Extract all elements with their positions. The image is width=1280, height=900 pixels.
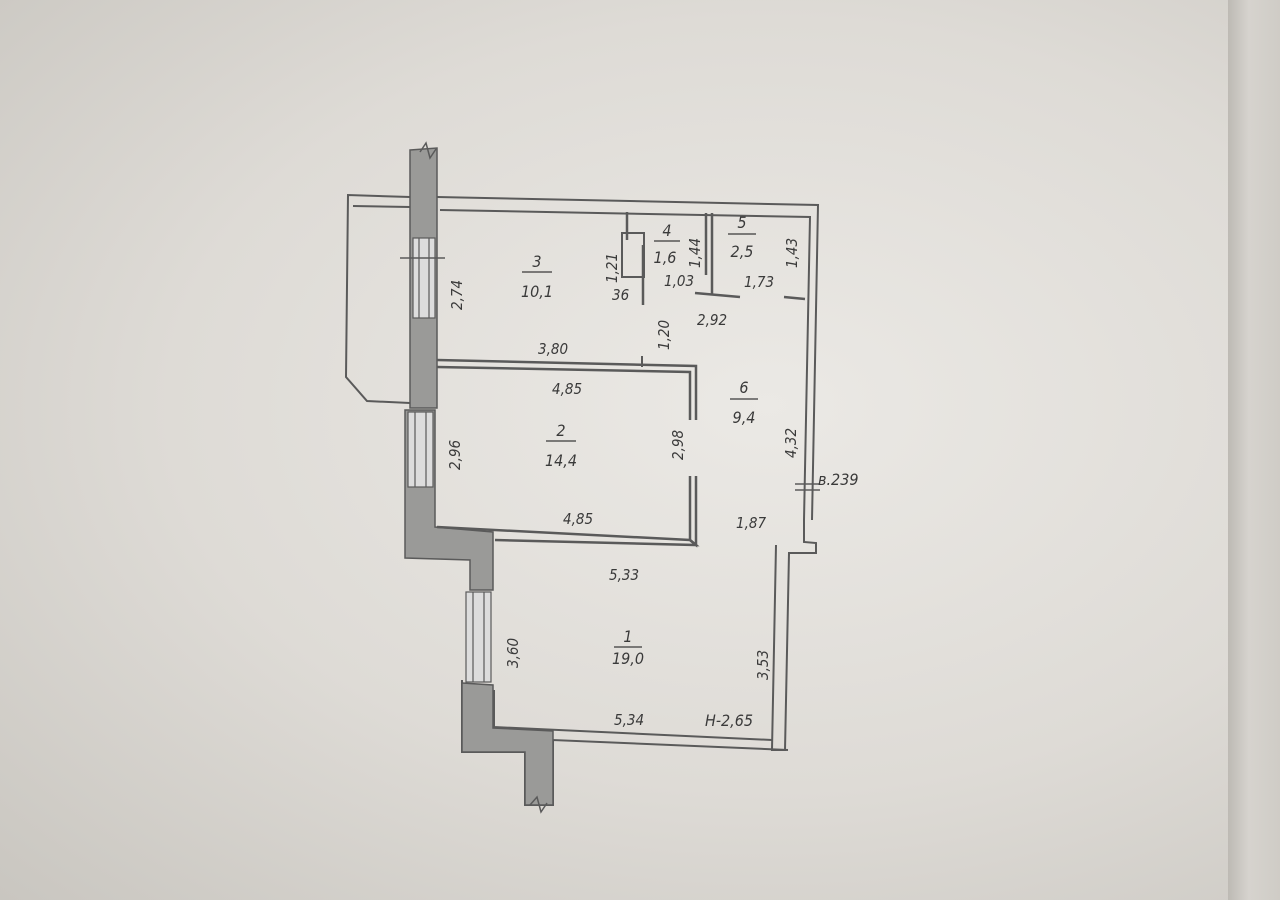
dim-1-44: 1,44: [686, 238, 704, 268]
outer-wall-right-lower: [770, 520, 817, 751]
dim-4-85-top: 4,85: [552, 380, 582, 398]
dim-1-87: 1,87: [736, 514, 766, 532]
room-3-area: 10,1: [521, 282, 553, 301]
room-4-area: 1,6: [654, 248, 677, 267]
dim-5-33: 5,33: [609, 566, 639, 584]
left-wall-lower: [461, 682, 554, 806]
bath-5-bottom: [694, 291, 741, 299]
dim-2-74: 2,74: [448, 280, 466, 310]
vent-code: в.239: [818, 470, 859, 489]
bath-5-right-stub: [783, 295, 806, 301]
inner-wall-bottom: [493, 690, 773, 741]
vent-shaft: [621, 232, 645, 278]
room-5-number: 5: [737, 213, 746, 232]
room-labels: 1 19,0 2 14,4 3 10,1 4 1,6 5 2,5 6 9,4: [521, 213, 758, 668]
dim-1-43: 1,43: [783, 238, 801, 268]
break-marks: [400, 141, 548, 814]
dim-3-53: 3,53: [754, 650, 772, 680]
dim-2-96: 2,96: [446, 440, 464, 470]
partition-2-1: [436, 525, 700, 547]
outer-wall-top: [436, 196, 820, 521]
room-5-area: 2,5: [731, 242, 754, 261]
window-room-3: [412, 237, 436, 319]
dim-2-98: 2,98: [669, 430, 687, 460]
room-2-number: 2: [556, 421, 565, 440]
dim-36: 36: [612, 286, 629, 304]
dim-2-92: 2,92: [697, 311, 727, 329]
ceiling-height: H-2,65: [705, 711, 753, 730]
room-1-area: 19,0: [612, 649, 644, 668]
dim-1-21: 1,21: [603, 253, 621, 283]
dim-3-60: 3,60: [504, 638, 522, 668]
room-2-area: 14,4: [545, 451, 577, 470]
dim-4-32: 4,32: [782, 428, 800, 458]
dimension-labels: 2,74 1,21 36 1,44 1,03 1,43 1,73 2,92 1,…: [446, 238, 801, 729]
room-4-number: 4: [662, 221, 671, 240]
window-room-1: [465, 591, 492, 683]
room-1-number: 1: [623, 627, 632, 646]
inner-wall-top: [439, 209, 812, 521]
dim-5-34: 5,34: [614, 711, 644, 729]
dim-1-03: 1,03: [664, 272, 694, 290]
room-3-number: 3: [532, 252, 541, 271]
dim-3-80: 3,80: [538, 340, 568, 358]
vent-mark: [795, 483, 820, 491]
loggia: [344, 193, 411, 404]
dim-1-73: 1,73: [744, 273, 774, 291]
dim-4-85-bottom: 4,85: [563, 510, 593, 528]
window-room-2: [407, 411, 434, 488]
paper-edge: [1228, 0, 1280, 900]
room-6-number: 6: [739, 378, 748, 397]
notes: H-2,65 в.239: [705, 470, 859, 730]
partition-3-2-inner: [436, 365, 692, 420]
partition-2-right: [688, 476, 698, 548]
partition-3-2: [436, 358, 698, 420]
room-6-area: 9,4: [733, 408, 756, 427]
dim-1-20: 1,20: [655, 320, 673, 350]
